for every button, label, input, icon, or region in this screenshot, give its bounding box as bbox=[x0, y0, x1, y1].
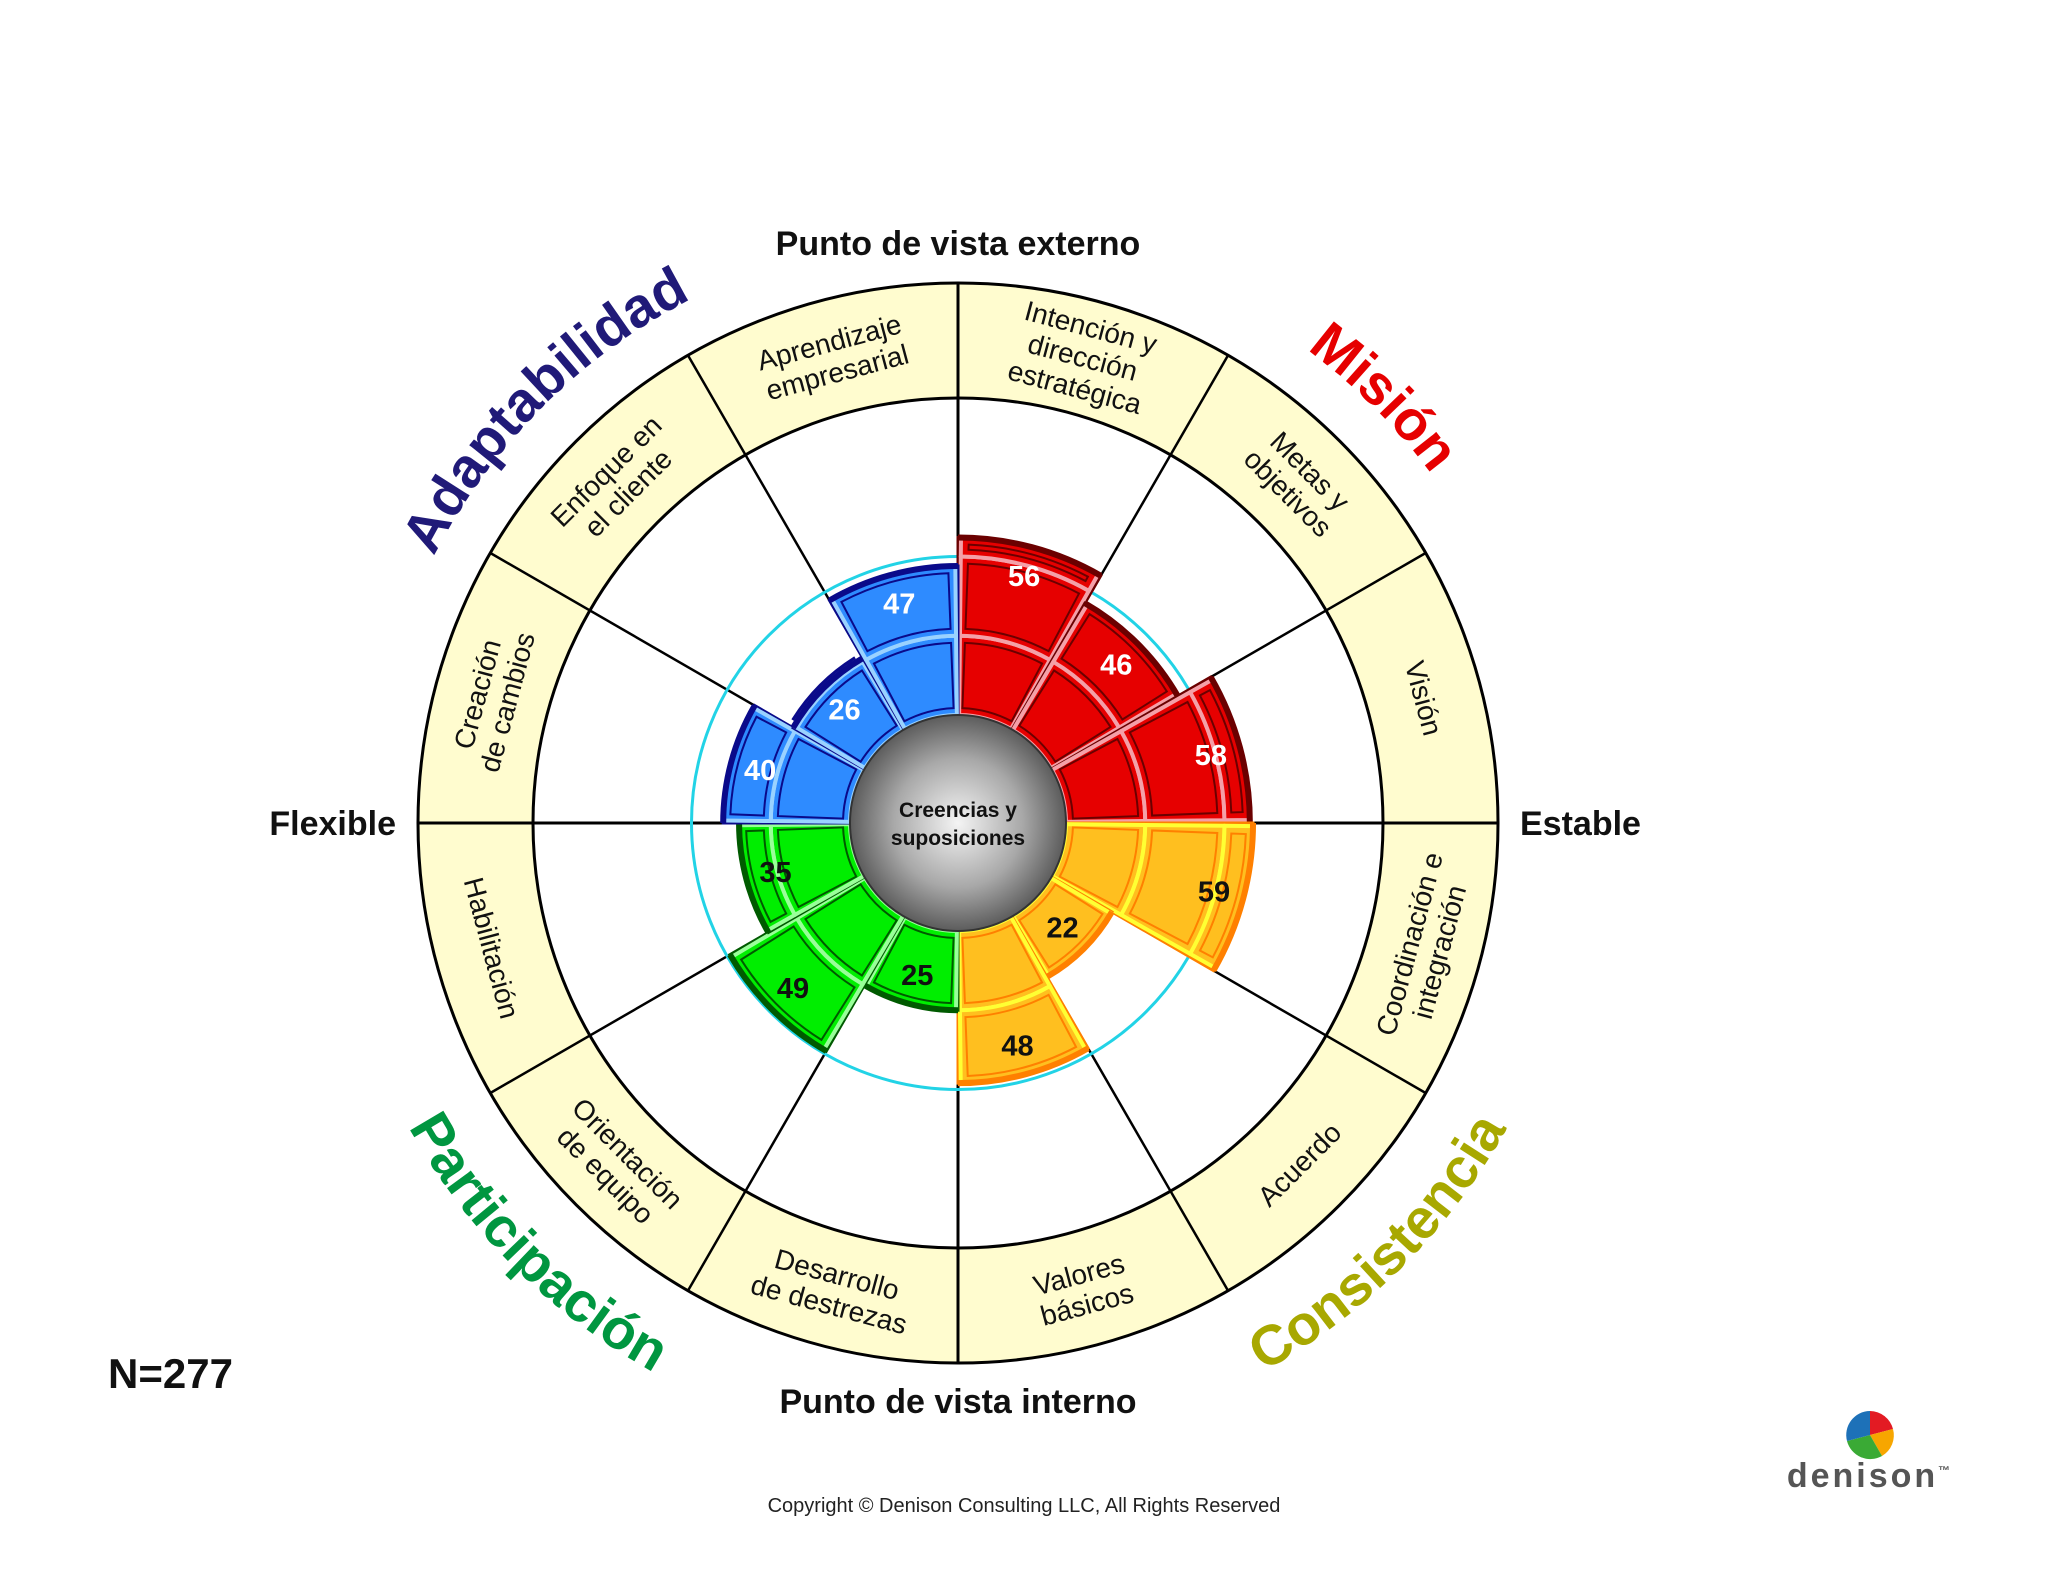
score-value: 56 bbox=[1008, 561, 1040, 593]
score-value: 48 bbox=[1001, 1030, 1033, 1062]
score-value: 58 bbox=[1195, 740, 1227, 772]
score-value: 46 bbox=[1100, 650, 1132, 682]
score-wedge-edge bbox=[790, 655, 865, 730]
score-band-bevel bbox=[1198, 832, 1247, 959]
score-wedge-edge bbox=[1210, 822, 1257, 973]
axis-label-left: Flexible bbox=[269, 805, 396, 843]
score-band-bevel bbox=[961, 641, 1044, 723]
trait-consistencia: 59 22 48 bbox=[956, 821, 1257, 1087]
denison-logo: denison™ bbox=[1770, 1405, 1970, 1505]
core-circle bbox=[849, 714, 1067, 932]
score-band-bevel bbox=[745, 829, 788, 924]
score-band-bevel bbox=[739, 925, 856, 1042]
score-band-bevel bbox=[872, 641, 955, 723]
score-band-bevel bbox=[964, 562, 1081, 653]
score-value: 22 bbox=[1046, 912, 1078, 944]
core-label: suposiciones bbox=[891, 827, 1025, 850]
axis-label-right: Estable bbox=[1520, 805, 1641, 843]
core-label: Creencias y bbox=[899, 799, 1017, 822]
score-band-bevel bbox=[1060, 612, 1169, 721]
score-wedge-edge bbox=[862, 982, 959, 1014]
score-value: 59 bbox=[1198, 877, 1230, 909]
logo-wordmark: denison™ bbox=[1786, 1457, 1954, 1495]
score-band-bevel bbox=[961, 923, 1044, 1005]
score-value: 35 bbox=[759, 857, 791, 889]
score-wedge-edge bbox=[1208, 675, 1253, 824]
score-wedge-edge bbox=[957, 534, 1103, 579]
score-value: 26 bbox=[828, 695, 860, 727]
score-band-bevel bbox=[804, 882, 899, 977]
score-band-bevel bbox=[1198, 688, 1244, 814]
score-band-bevel bbox=[776, 826, 858, 909]
score-wedge-edge bbox=[720, 704, 758, 824]
score-wedge-edge bbox=[828, 563, 959, 604]
trait-participación: 25 49 35 bbox=[727, 821, 960, 1054]
score-band-bevel bbox=[729, 715, 788, 817]
copyright-text: Copyright © Denison Consulting LLC, All … bbox=[767, 1495, 1281, 1517]
score-band-bevel bbox=[776, 737, 858, 820]
score-wedge-edge bbox=[736, 822, 771, 934]
score-value: 40 bbox=[744, 755, 776, 787]
score-band-bevel bbox=[967, 543, 1090, 583]
score-band-bevel bbox=[1058, 737, 1140, 820]
score-band-bevel bbox=[872, 923, 955, 1005]
score-value: 47 bbox=[883, 589, 915, 621]
score-wedge-edge bbox=[727, 953, 828, 1054]
score-band-bevel bbox=[791, 656, 856, 721]
score-band-bevel bbox=[1128, 700, 1219, 817]
score-wedge-edge bbox=[957, 1045, 1090, 1087]
score-band-bevel bbox=[964, 993, 1078, 1078]
trait-misión: 56 46 58 bbox=[956, 534, 1253, 825]
trait-adaptabilidad: 40 26 47 bbox=[720, 563, 960, 825]
score-wedge-edge bbox=[1045, 910, 1115, 980]
score-band-bevel bbox=[804, 669, 899, 764]
score-wedge-edge bbox=[1083, 600, 1181, 698]
score-band-bevel bbox=[1058, 826, 1140, 909]
denison-logo-icon bbox=[1846, 1411, 1894, 1460]
axis-label-bottom: Punto de vista interno bbox=[779, 1383, 1136, 1421]
score-value: 49 bbox=[777, 973, 809, 1005]
score-value: 25 bbox=[901, 960, 933, 992]
score-band-bevel bbox=[840, 572, 952, 653]
sample-size-label: N=277 bbox=[108, 1350, 233, 1397]
score-band-bevel bbox=[1128, 829, 1219, 946]
score-band-bevel bbox=[1017, 882, 1104, 969]
axis-label-top: Punto de vista externo bbox=[776, 225, 1141, 263]
score-band-bevel bbox=[1017, 669, 1112, 764]
